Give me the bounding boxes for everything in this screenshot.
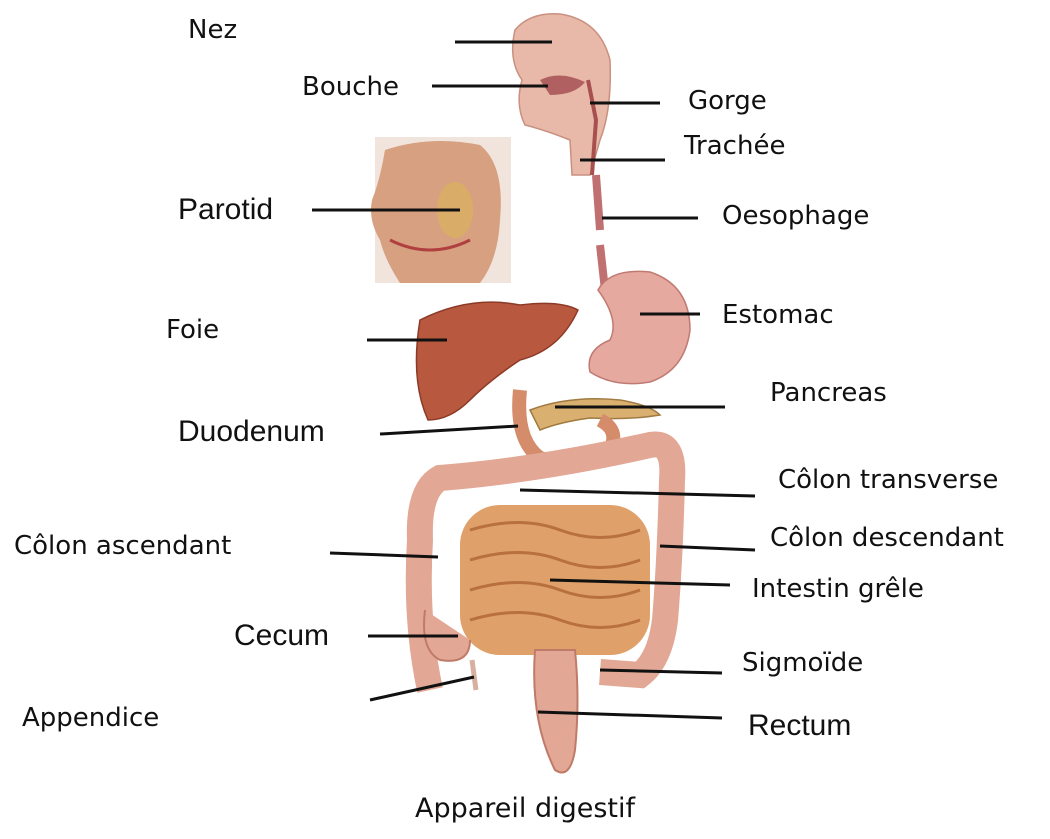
- label-trachee: Trachée: [684, 133, 785, 159]
- leader-line-duodenum: [380, 426, 518, 434]
- label-foie: Foie: [166, 317, 219, 343]
- label-rectum: Rectum: [748, 711, 851, 741]
- head-sagittal-illustration: [513, 14, 611, 175]
- label-estomac: Estomac: [722, 302, 834, 328]
- stomach-illustration: [589, 271, 690, 383]
- label-cecum: Cecum: [234, 621, 329, 651]
- appendix-illustration: [472, 660, 476, 690]
- label-colon-transverse: Côlon transverse: [778, 467, 998, 493]
- label-colon-ascendant: Côlon ascendant: [14, 533, 231, 559]
- label-gorge: Gorge: [688, 88, 767, 114]
- label-nez: Nez: [188, 17, 237, 43]
- label-pancreas: Pancreas: [770, 380, 887, 406]
- diagram-caption: Appareil digestif: [0, 793, 1050, 824]
- pancreas-illustration: [530, 399, 660, 430]
- label-colon-descendant: Côlon descendant: [770, 525, 1004, 551]
- esophagus-illustration: [596, 175, 605, 290]
- label-sigmoide: Sigmoïde: [742, 650, 863, 676]
- label-intestin-grele: Intestin grêle: [752, 576, 924, 602]
- label-duodenum: Duodenum: [178, 417, 325, 447]
- label-parotid: Parotid: [178, 195, 273, 225]
- label-appendice: Appendice: [22, 705, 159, 731]
- label-oesophage: Oesophage: [722, 203, 869, 229]
- label-bouche: Bouche: [302, 74, 399, 100]
- leader-line-colon-transverse: [520, 490, 755, 496]
